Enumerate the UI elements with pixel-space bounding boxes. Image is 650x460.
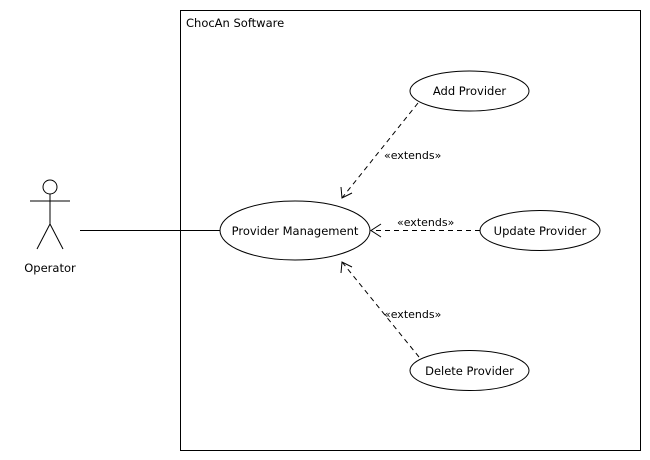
actor-head [42, 179, 58, 195]
extend-add-provider: «extends» [340, 102, 441, 199]
extend-delete-provider: «extends» [340, 261, 441, 358]
actor-label: Operator [24, 261, 76, 275]
extend-add-arrowhead [340, 186, 353, 199]
use-case-delete-provider-label: Delete Provider [425, 364, 514, 378]
use-case-provider-management-label: Provider Management [232, 224, 359, 238]
actor-right-leg [49, 223, 64, 250]
extend-update-arrowhead [370, 223, 382, 238]
extend-update-provider: «extends» [370, 216, 480, 238]
extend-update-label: «extends» [397, 216, 454, 229]
system-title: ChocAn Software [186, 16, 284, 30]
use-case-provider-management-ellipse [219, 200, 371, 261]
extend-delete-line [341, 261, 420, 358]
use-case-update-provider[interactable]: Update Provider [479, 210, 601, 251]
use-case-provider-management[interactable]: Provider Management [219, 200, 371, 261]
use-case-delete-provider-ellipse [409, 350, 530, 391]
actor-operator[interactable]: Operator [24, 179, 76, 275]
use-case-update-provider-label: Update Provider [494, 224, 587, 238]
extend-add-line [341, 102, 419, 199]
use-case-add-provider-label: Add Provider [433, 84, 507, 98]
actor-left-leg [36, 223, 51, 250]
extend-delete-arrowhead [340, 261, 353, 274]
extend-delete-label: «extends» [384, 308, 441, 321]
extend-add-label: «extends» [384, 149, 441, 162]
use-case-delete-provider[interactable]: Delete Provider [409, 350, 530, 391]
use-case-update-provider-ellipse [479, 210, 601, 251]
use-case-add-provider[interactable]: Add Provider [409, 70, 530, 112]
use-case-add-provider-ellipse [409, 70, 530, 112]
